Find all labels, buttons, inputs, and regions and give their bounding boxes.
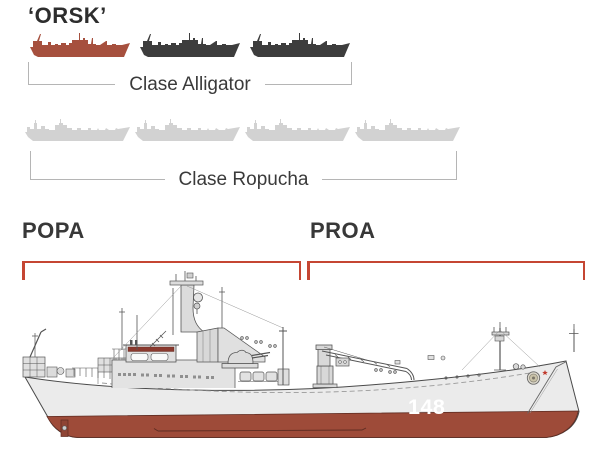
- ship-silhouette-ropucha: [135, 119, 240, 141]
- red-star: [542, 370, 548, 376]
- gun-turret: [221, 349, 271, 369]
- deckhouse-windows: [118, 373, 214, 379]
- stern-section-bracket: [22, 260, 301, 281]
- page-title: ‘ORSK’: [28, 3, 107, 28]
- ship-silhouette-alligator: [250, 33, 350, 57]
- ropucha-fleet-row: [25, 119, 460, 141]
- radar-dish: [193, 302, 201, 310]
- alligator-fleet-row: [30, 33, 350, 57]
- rudder-propeller: [60, 419, 69, 437]
- hull-number: 148: [408, 395, 445, 419]
- radar-dome: [193, 292, 203, 303]
- inclined-ladder: [149, 330, 167, 348]
- bow-emblem: [526, 371, 541, 385]
- alligator-class-label: Clase Alligator: [129, 74, 251, 95]
- mast-stays: [113, 285, 284, 358]
- stern-davit: [29, 328, 47, 358]
- funnel-block: [196, 327, 219, 363]
- bow-section-bracket: [307, 260, 585, 281]
- life-raft-containers: [238, 371, 280, 382]
- ship-silhouette-alligator: [140, 33, 240, 57]
- bridge-wing-railing: [112, 348, 126, 360]
- hull-plating-line: [101, 372, 531, 394]
- cargo-crane: [312, 344, 415, 388]
- main-mast: [169, 271, 225, 335]
- stern-label: POPA: [22, 218, 85, 243]
- bilge-keel: [153, 427, 367, 432]
- bracket-corner-left: [28, 62, 116, 85]
- bracket-corner-right: [264, 62, 353, 85]
- bow-door-seam-inner: [529, 368, 558, 414]
- foredeck-fittings: [394, 355, 446, 365]
- antenna-poles: [119, 308, 138, 350]
- ship-silhouette-orsk: [30, 33, 130, 57]
- ship-silhouette-ropucha: [355, 119, 460, 141]
- superstructure-slant-face: [217, 327, 266, 363]
- funnel-detail: [202, 330, 211, 362]
- bracket-tick: [298, 260, 301, 280]
- ship-silhouette-ropucha: [245, 119, 350, 141]
- foremast: [461, 322, 541, 371]
- bracket-tick: [22, 260, 25, 280]
- bridge-cabin: [123, 340, 179, 363]
- ropucha-class-bracket: Clase Ropucha: [30, 151, 458, 209]
- bracket-tick: [582, 260, 585, 280]
- bow-door-seam: [527, 361, 567, 414]
- stern-deck-fittings: [46, 366, 76, 378]
- ropucha-class-label: Clase Ropucha: [178, 169, 309, 190]
- alligator-class-bracket: Clase Alligator: [28, 62, 353, 108]
- kingpost: [279, 327, 287, 385]
- jackstaff: [569, 324, 579, 352]
- bracket-corner-left: [30, 151, 165, 180]
- stern-deckhouse: [22, 356, 46, 378]
- ship-illustration: 148: [22, 271, 580, 438]
- bracket-tick: [307, 260, 310, 280]
- ship-silhouette-ropucha: [25, 119, 130, 141]
- portholes: [240, 336, 481, 380]
- bow-label: PROA: [310, 218, 376, 243]
- bracket-corner-right: [322, 151, 458, 180]
